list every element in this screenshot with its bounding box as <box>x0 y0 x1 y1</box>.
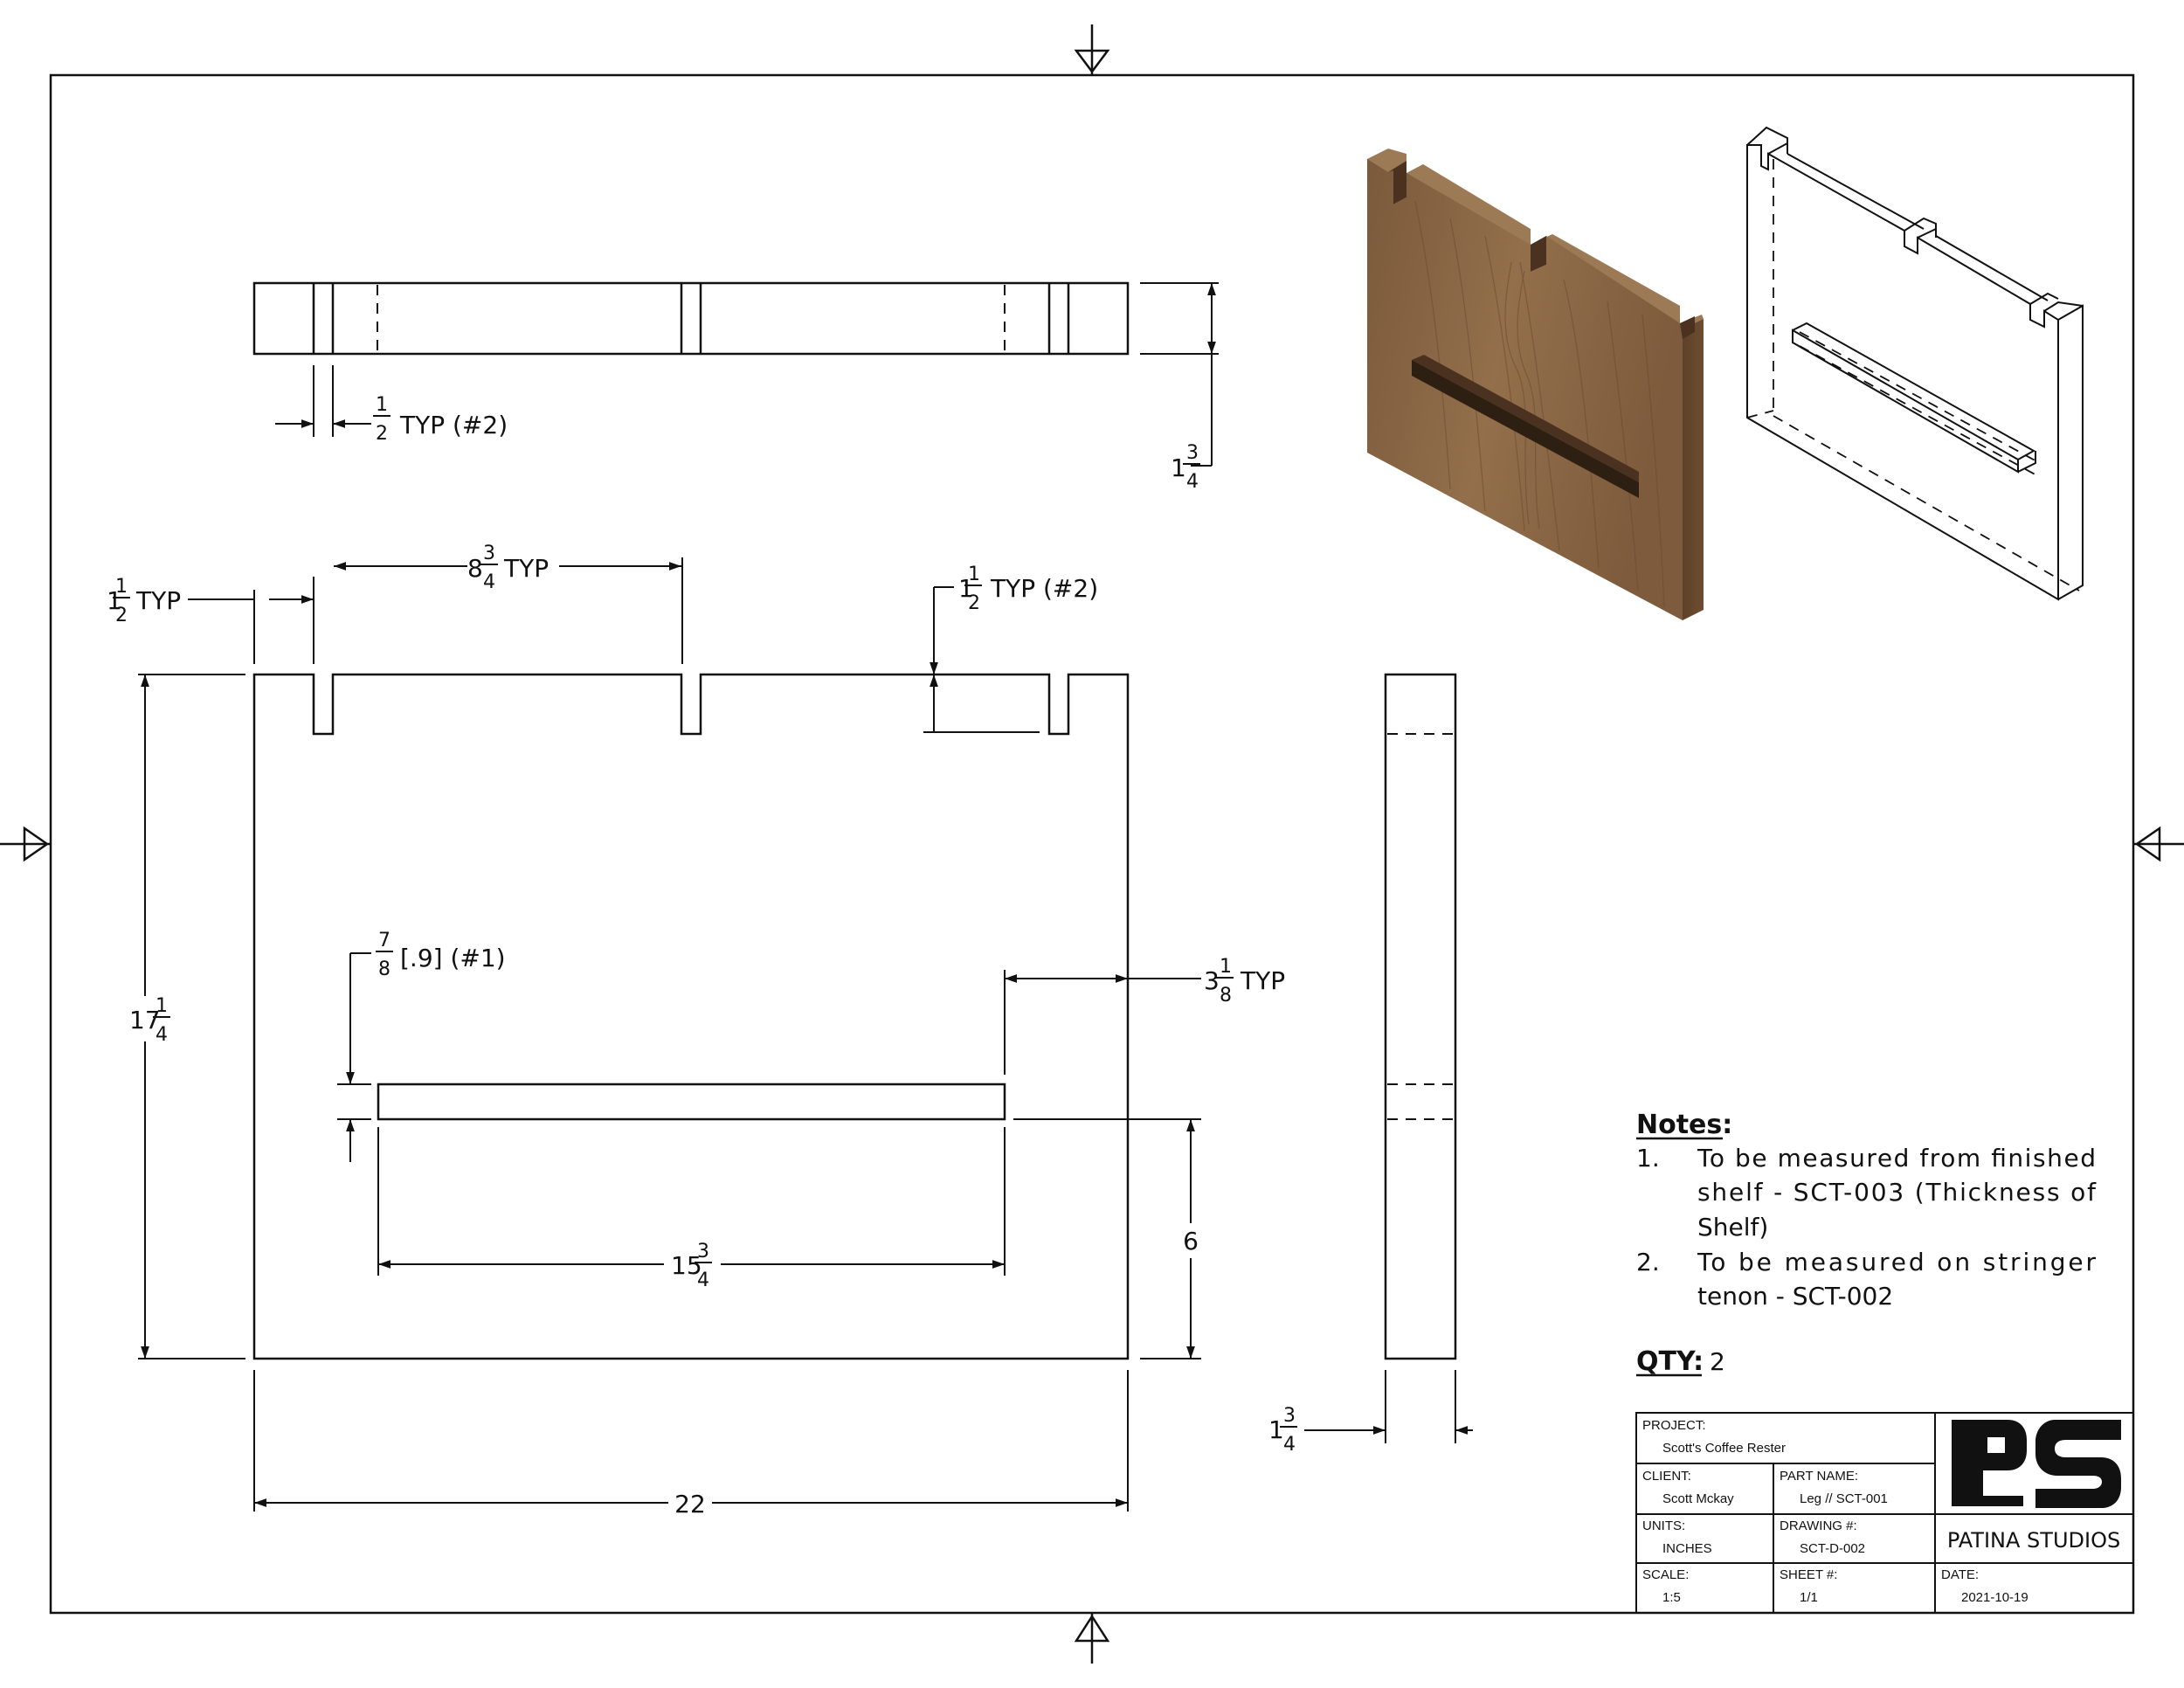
dim-groove-width: 7 8 [.9] (#1) <box>376 930 506 980</box>
dim-side-thickness: 1 3 4 <box>1268 1405 1297 1456</box>
title-block-drawing-text: SCT-D-002 <box>1800 1541 1865 1556</box>
dimensions-groove-length-den-text: 4 <box>697 1269 709 1291</box>
qty-label-text: QTY: <box>1636 1346 1704 1377</box>
centering-marks <box>0 24 2184 1664</box>
title-block-sheet-label-text: SHEET #: <box>1780 1567 1837 1582</box>
notes-items-0-lines-1-text: shelf - SCT-003 (Thickness of <box>1697 1178 2097 1207</box>
front-view <box>252 673 1130 1360</box>
dimensions-side-thickness-num-text: 3 <box>1283 1405 1296 1427</box>
dimensions-slot-spacing-whole-text: 8 <box>467 554 483 583</box>
dimension-labels: 1 2 TYP (#2) 1 3 4 1 1 2 TYP 8 3 4 TYP 1… <box>107 394 1297 1519</box>
dimensions-groove-height-from-bottom-whole-text: 6 <box>1183 1227 1199 1256</box>
dimensions-groove-inset-suffix-text: TYP <box>1240 966 1285 995</box>
title-block-scale-label-text: SCALE: <box>1642 1567 1689 1582</box>
dimensions-groove-length-whole-text: 15 <box>671 1251 702 1280</box>
title-block-part-text: Leg // SCT-001 <box>1800 1491 1888 1506</box>
dimensions-groove-inset-den-text: 8 <box>1220 985 1232 1007</box>
dimensions-groove-width-den-text: 8 <box>378 958 390 980</box>
dimensions-slot-width-num-text: 1 <box>376 394 388 416</box>
sheet-border <box>49 73 2135 1615</box>
title-block-scale-text: 1:5 <box>1662 1590 1681 1605</box>
notes-items-0-lines-2-text: Shelf) <box>1697 1213 1768 1242</box>
dimensions-edge-offset-den-text: 2 <box>115 605 128 626</box>
dimensions-top-height-den-text: 4 <box>1186 471 1199 493</box>
qty-value-text: 2 <box>1710 1347 1725 1376</box>
wood-grain-render <box>1367 149 1704 620</box>
dimensions-slot-spacing-den-text: 4 <box>483 571 495 593</box>
dim-groove-length: 15 3 4 <box>671 1241 712 1291</box>
notes-items-0-lines-0-text: To be measured from finished <box>1697 1144 2096 1173</box>
dim-groove-inset: 3 1 8 TYP <box>1204 956 1285 1007</box>
notes-items-1-lines-1-text: tenon - SCT-002 <box>1697 1282 1893 1311</box>
dim-edge-offset: 1 1 2 TYP <box>107 576 181 626</box>
dimensions-edge-offset-suffix-text: TYP <box>135 586 181 615</box>
side-view-dimensions <box>1304 1370 1473 1443</box>
dim-slot-width: 1 2 TYP (#2) <box>373 394 508 445</box>
dimensions-slot-depth-suffix-text: TYP (#2) <box>990 574 1098 603</box>
dimensions-side-thickness-whole-text: 1 <box>1268 1415 1284 1444</box>
dimensions-slot-width-suffix-text: TYP (#2) <box>399 411 508 439</box>
dimensions-groove-width-num-text: 7 <box>378 930 390 951</box>
dimensions-edge-offset-num-text: 1 <box>115 576 128 598</box>
dimensions-slot-spacing-num-text: 3 <box>483 543 495 564</box>
company-name: PATINA STUDIOS <box>1947 1528 2120 1553</box>
dimensions-slot-depth-num-text: 1 <box>968 564 980 585</box>
dimensions-overall-height-whole-text: 17 <box>129 1006 161 1034</box>
title-block-date-label-text: DATE: <box>1941 1567 1979 1582</box>
dimensions-slot-spacing-suffix-text: TYP <box>503 554 549 583</box>
title-block-part-label-text: PART NAME: <box>1780 1469 1858 1484</box>
title-block-units-text: INCHES <box>1662 1541 1712 1556</box>
dimensions-groove-length-num-text: 3 <box>697 1241 709 1263</box>
title-block-sheet-text: 1/1 <box>1800 1590 1818 1605</box>
title-block-units-label-text: UNITS: <box>1642 1519 1685 1533</box>
dim-overall-height: 17 1 4 <box>129 995 170 1046</box>
dimensions-overall-height-den-text: 4 <box>156 1024 168 1046</box>
notes-items-1-lines-0-text: To be measured on stringer <box>1697 1248 2096 1276</box>
dim-slot-depth: 1 1 2 TYP (#2) <box>958 564 1098 614</box>
title-block-drawing-label-text: DRAWING #: <box>1780 1519 1857 1533</box>
title-block-date-text: 2021-10-19 <box>1961 1590 2028 1605</box>
top-view-dimensions <box>275 282 1219 467</box>
notes-items-1-num-text: 2. <box>1636 1248 1660 1276</box>
title-block-project-text: Scott's Coffee Rester <box>1662 1441 1786 1456</box>
title-block: PROJECT: Scott's Coffee Rester CLIENT: S… <box>1635 1412 2134 1614</box>
dimensions-slot-depth-den-text: 2 <box>968 592 980 614</box>
dimensions-groove-width-suffix-text: [.9] (#1) <box>400 944 506 972</box>
front-view-dimensions <box>138 557 1201 1512</box>
title-block-client-text: Scott Mckay <box>1662 1491 1734 1506</box>
dim-top-height: 1 3 4 <box>1171 442 1200 493</box>
dimensions-slot-depth-whole-text: 1 <box>958 574 974 603</box>
dim-overall-width: 22 <box>674 1490 706 1519</box>
dimensions-overall-height-num-text: 1 <box>156 995 168 1017</box>
dimensions-side-thickness-den-text: 4 <box>1283 1434 1296 1456</box>
notes-block: Notes: 1. To be measured from finished s… <box>1636 1110 2097 1311</box>
title-block-project-label-text: PROJECT: <box>1642 1418 1706 1433</box>
dimensions-overall-width-whole-text: 22 <box>674 1490 706 1519</box>
dimensions-slot-width-den-text: 2 <box>376 423 388 445</box>
dim-groove-height-from-bottom: 6 <box>1183 1227 1199 1256</box>
notes-items-0-num-text: 1. <box>1636 1144 1660 1173</box>
qty-block: QTY: 2 <box>1636 1346 1725 1377</box>
patina-studios-logo <box>1950 1420 2121 1509</box>
top-view <box>252 281 1130 356</box>
notes-heading-text: Notes: <box>1636 1110 1732 1140</box>
dimensions-top-height-num-text: 3 <box>1186 442 1199 464</box>
dim-slot-spacing: 8 3 4 TYP <box>467 543 549 593</box>
dimensions-edge-offset-whole-text: 1 <box>107 586 122 615</box>
title-block-client-label-text: CLIENT: <box>1642 1469 1691 1484</box>
isometric-wireframe <box>1746 126 2084 601</box>
dimensions-top-height-whole-text: 1 <box>1171 453 1186 482</box>
side-view <box>1384 673 1457 1360</box>
dimensions-groove-inset-num-text: 1 <box>1220 956 1232 978</box>
dimensions-groove-inset-whole-text: 3 <box>1204 966 1220 995</box>
